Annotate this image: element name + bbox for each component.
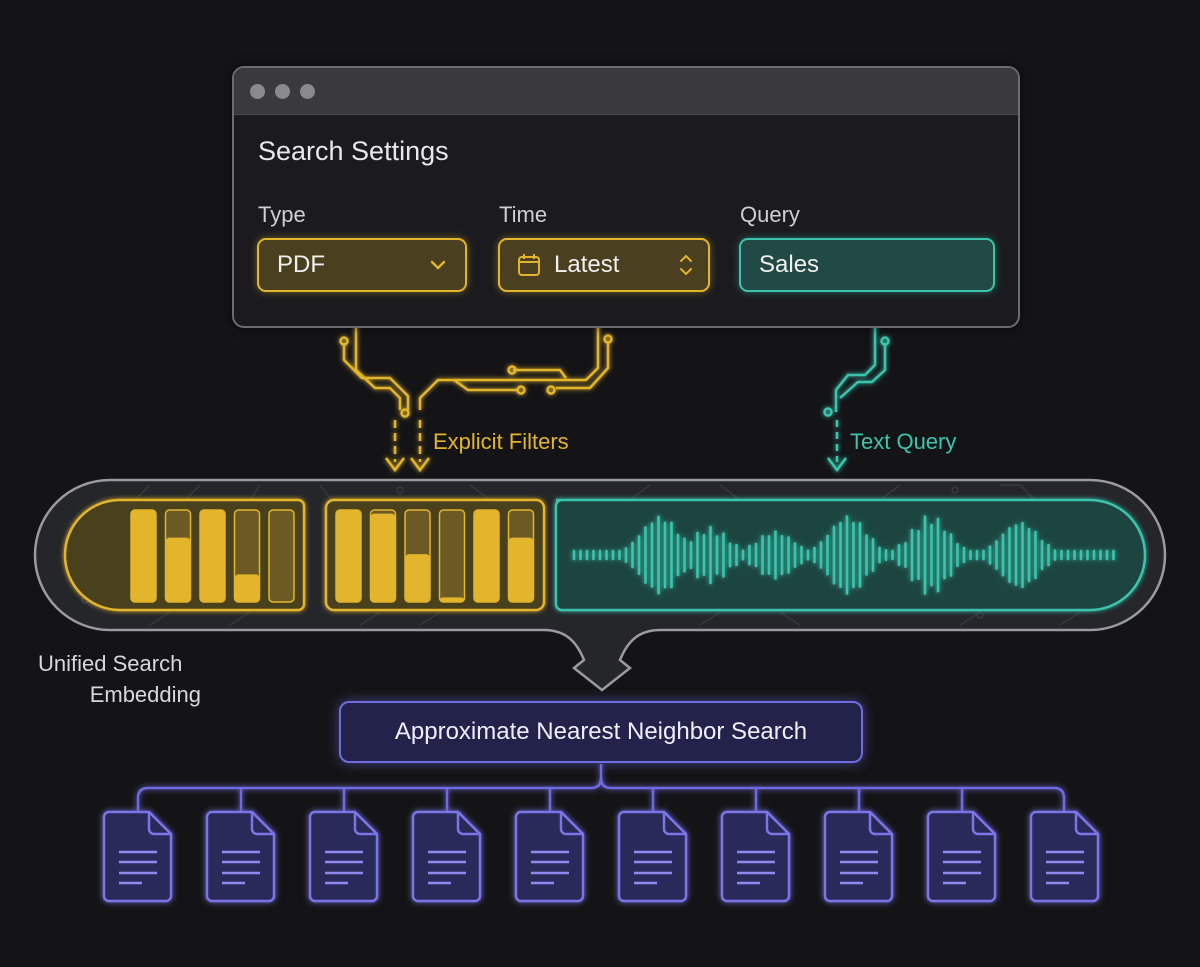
window-titlebar (234, 68, 1018, 115)
text-query-label: Text Query (850, 429, 957, 454)
query-value: Sales (759, 251, 820, 278)
type-value: PDF (277, 251, 325, 278)
search-settings-window: Search Settings Type PDF Time Latest Que… (232, 66, 1020, 328)
time-value: Latest (554, 251, 620, 278)
calendar-icon (518, 254, 540, 276)
close-dot[interactable] (250, 83, 265, 99)
up-down-chevron-icon (680, 254, 692, 276)
unified-embedding-label: Unified Search Embedding (38, 651, 201, 707)
ann-search-label: Approximate Nearest Neighbor Search (394, 718, 808, 745)
document-icon[interactable] (720, 810, 791, 903)
document-icon[interactable] (1029, 810, 1100, 903)
document-icon[interactable] (102, 810, 173, 903)
filter-traces (339, 294, 613, 473)
query-label: Query (740, 202, 800, 227)
minimize-dot[interactable] (275, 83, 290, 99)
explicit-filters-label: Explicit Filters (433, 429, 569, 454)
time-select[interactable]: Latest (498, 238, 710, 292)
query-input[interactable]: Sales (739, 238, 995, 292)
filter-bar (268, 509, 295, 603)
chevron-down-icon (430, 260, 446, 270)
query-trace (823, 294, 890, 473)
query-block-frame (554, 498, 1147, 612)
document-icon[interactable] (926, 810, 997, 903)
results-tree (136, 764, 1066, 812)
document-icon[interactable] (308, 810, 379, 903)
type-label: Type (258, 202, 306, 227)
document-icon[interactable] (514, 810, 585, 903)
document-icon[interactable] (617, 810, 688, 903)
time-label: Time (499, 202, 548, 227)
type-dropdown[interactable]: PDF (257, 238, 467, 292)
document-icon[interactable] (823, 810, 894, 903)
maximize-dot[interactable] (300, 83, 315, 99)
document-icon[interactable] (411, 810, 482, 903)
window-title: Search Settings (258, 136, 449, 166)
ann-search-box: Approximate Nearest Neighbor Search (339, 701, 863, 763)
filter-bar (438, 509, 466, 603)
document-icon[interactable] (205, 810, 276, 903)
